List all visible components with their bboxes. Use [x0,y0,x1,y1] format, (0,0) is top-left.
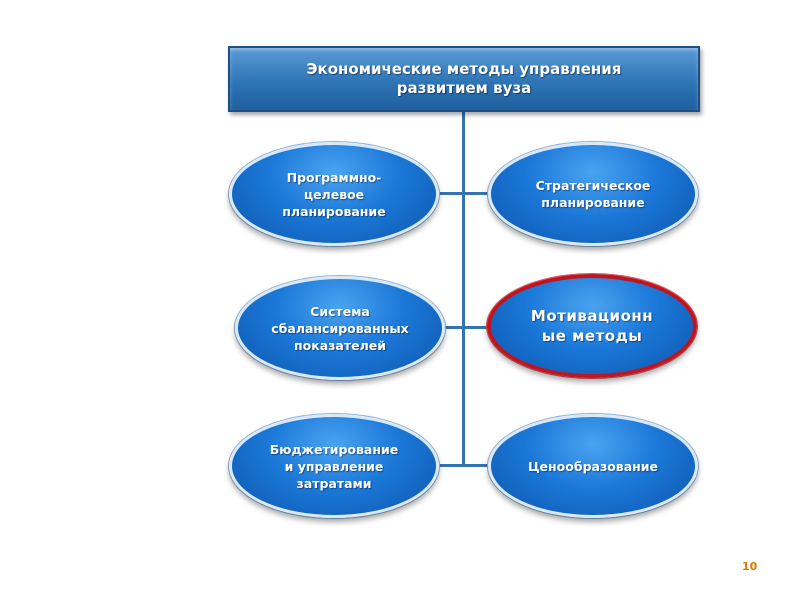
node-1-line-1: Программно- [286,169,382,185]
node-pricing: Ценообразование [488,414,698,518]
node-budgeting-cost-management: Бюджетирование и управление затратами [229,414,439,518]
node-1-line-2: целевое [303,186,365,202]
node-5-line-1: Бюджетирование [269,441,399,457]
node-program-target-planning: Программно- целевое планирование [229,142,439,246]
node-3-line-1: Система [310,303,370,319]
node-strategic-planning: Стратегическое планирование [488,142,698,246]
title-line-2: развитием вуза [396,79,532,97]
node-motivation-methods: Мотивационн ые методы [487,274,697,378]
node-3-line-3: показателей [294,337,386,353]
branch-connector-2 [440,326,488,329]
node-2-line-1: Стратегическое [535,178,651,193]
node-1-line-3: планирование [282,203,386,219]
node-3-line-2: сбалансированных [271,320,409,336]
node-2-line-2: планирование [541,195,645,210]
node-6-line-1: Ценообразование [527,458,659,474]
trunk-connector [462,112,465,466]
title-box: Экономические методы управления развитие… [228,46,700,112]
page-number: 10 [742,560,758,573]
node-4-line-2: ые методы [541,327,643,345]
branch-connector-3 [440,464,488,467]
node-5-line-2: и управление [284,458,384,474]
title-line-1: Экономические методы управления [306,60,622,78]
node-5-line-3: затратами [296,475,372,491]
node-4-line-1: Мотивационн [530,307,654,325]
branch-connector-1 [440,192,488,195]
node-balanced-scorecard: Система сбалансированных показателей [235,276,445,380]
title-text: Экономические методы управления развитие… [294,60,634,98]
